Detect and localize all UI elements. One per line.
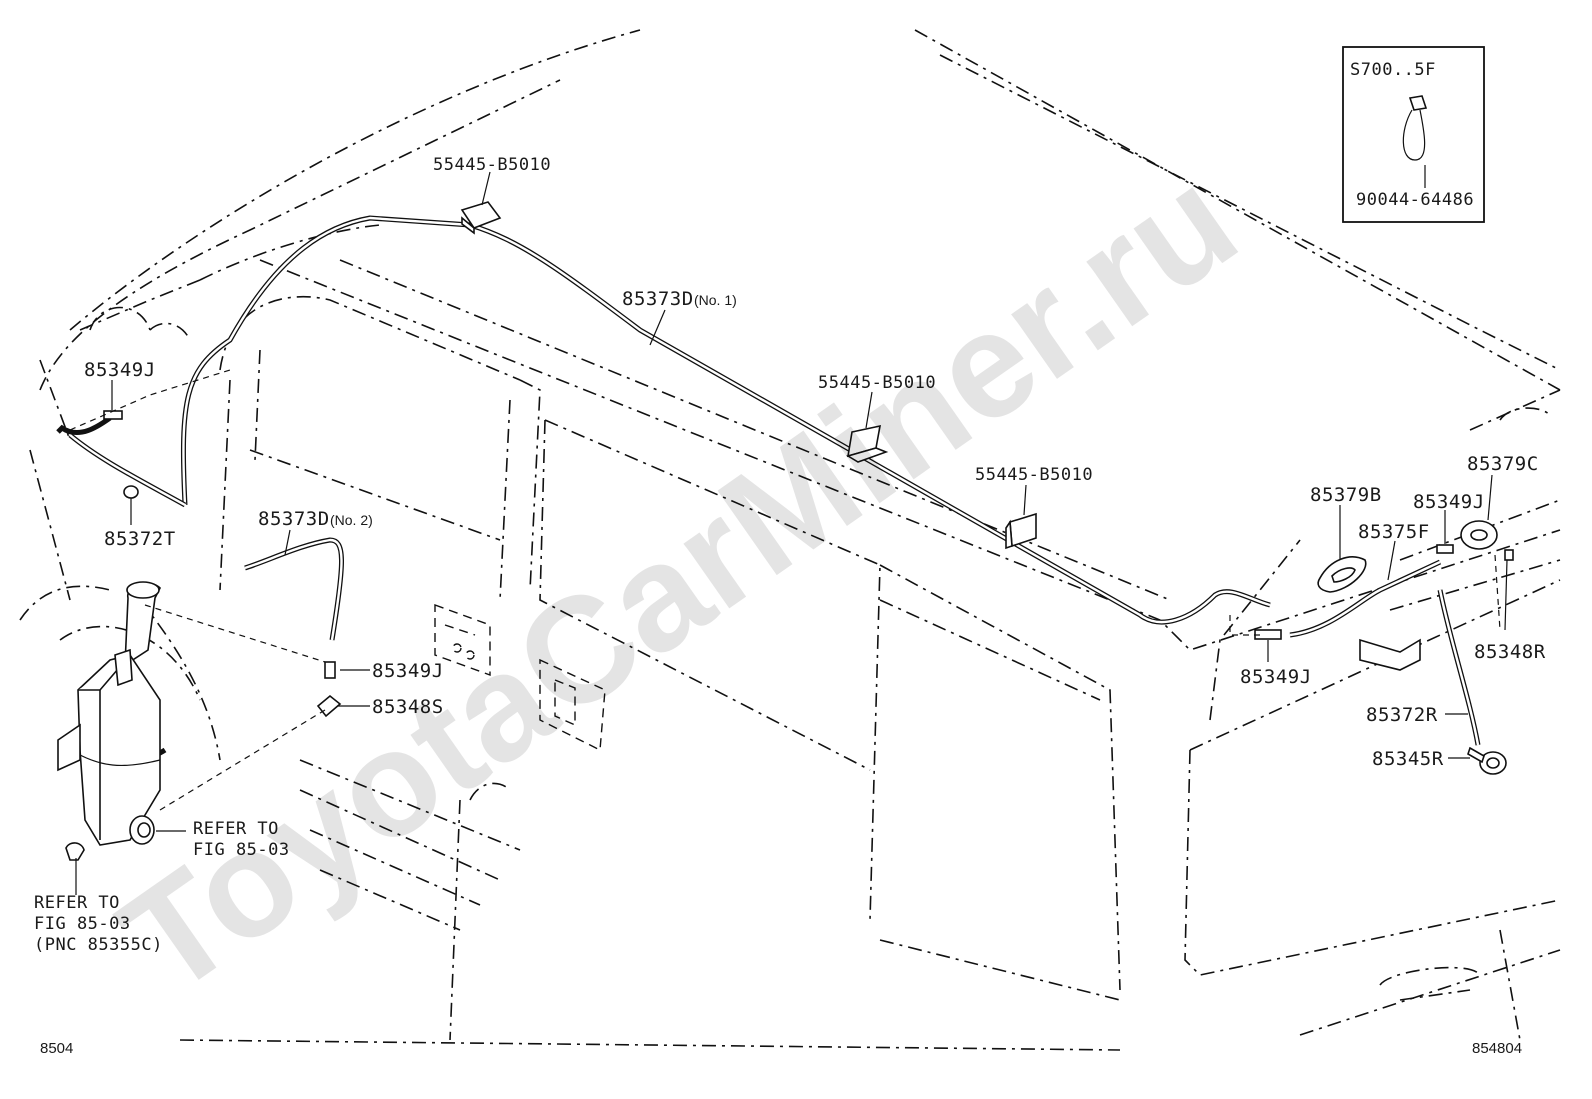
hose-clip-3 (1005, 512, 1037, 550)
figure-number-bottom-right: 854804 (1472, 1040, 1522, 1057)
callout-85345r: 85345R (1372, 748, 1444, 770)
callout-85379c: 85379C (1467, 453, 1539, 475)
check-valve-85348r (1504, 549, 1514, 561)
callout-85375f: 85375F (1358, 521, 1430, 543)
callout-85372r: 85372R (1366, 704, 1438, 726)
callout-85373d-no1-suffix: (No. 1) (694, 292, 737, 308)
refer-note-hose: REFER TO FIG 85-03 (PNC 85355C) (34, 893, 163, 955)
callout-85379b: 85379B (1310, 484, 1382, 506)
grommet-85379c (1460, 520, 1498, 550)
washer-hoses (56, 215, 1481, 773)
door-handle-details (434, 604, 606, 752)
connector-85349j-mid (316, 661, 342, 718)
refer-note-pump: REFER TO FIG 85-03 (193, 819, 290, 860)
refer-note-1-line-1: REFER TO (193, 819, 279, 839)
grommet-85379b (1317, 556, 1367, 593)
nozzle-85345r (1467, 746, 1507, 775)
refer-note-1-line-2: FIG 85-03 (193, 840, 290, 860)
callout-55445-b5010-1: 55445-B5010 (433, 155, 551, 175)
washer-tank (57, 581, 161, 861)
callout-85349j-mid: 85349J (372, 660, 444, 682)
callout-55445-b5010-3: 55445-B5010 (975, 465, 1093, 485)
callout-85348s: 85348S (372, 696, 444, 718)
callout-85349j-front: 85349J (84, 359, 156, 381)
inset-part-number: 90044-64486 (1356, 190, 1474, 210)
connector-85349j-front (103, 410, 123, 420)
callout-85372t: 85372T (104, 528, 176, 550)
callout-85373d-no2: 85373D (258, 508, 330, 530)
callout-85349j-rear-upper: 85349J (1413, 491, 1485, 513)
refer-note-2-line-1: REFER TO (34, 893, 120, 913)
callout-55445-b5010-2: 55445-B5010 (818, 373, 936, 393)
tab-85375f-detail (1359, 638, 1421, 671)
leader-lines (69, 171, 1508, 895)
callout-85373d-no1: 85373D (622, 288, 694, 310)
refer-note-2-line-3: (PNC 85355C) (34, 935, 163, 955)
watermark-text: ToyotaCarMiner.ru (92, 135, 1265, 1026)
grommet-85372t (123, 485, 139, 499)
callout-85348r: 85348R (1474, 641, 1546, 663)
page-code-bottom-left: 8504 (40, 1040, 73, 1057)
inset-header: S700..5F (1350, 60, 1436, 80)
hose-clip-1 (460, 201, 502, 235)
callout-85349j-rear-lower: 85349J (1240, 666, 1312, 688)
part-callouts: 55445-B5010 85373D (No. 1) 55445-B5010 5… (84, 155, 1546, 770)
hose-clip-2 (846, 424, 889, 463)
callout-85373d-no2-suffix: (No. 2) (330, 512, 373, 528)
vehicle-body-outline (19, 29, 1561, 1051)
inset-box (1342, 46, 1485, 223)
refer-note-2-line-2: FIG 85-03 (34, 914, 131, 934)
